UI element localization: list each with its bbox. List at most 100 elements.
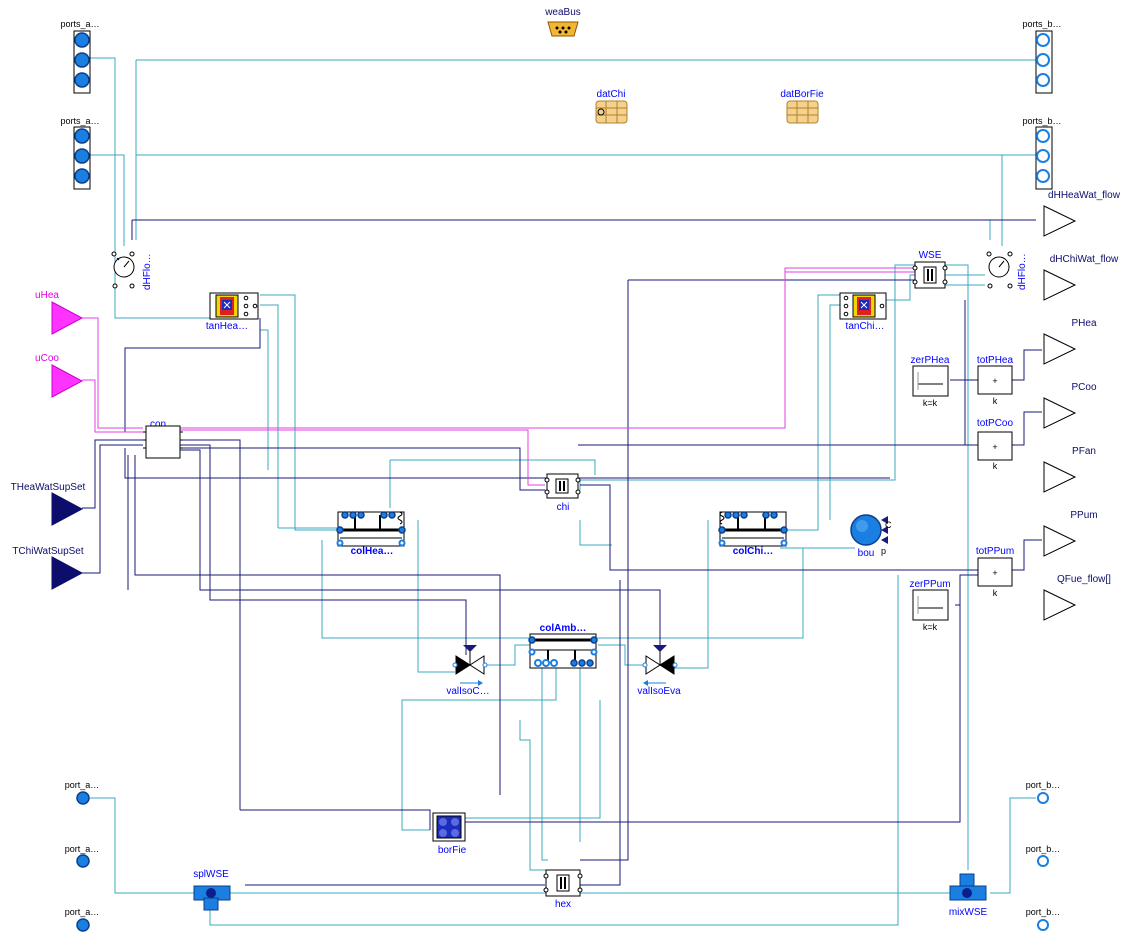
uhea-input-icon[interactable] (51, 301, 84, 335)
totpcoo-block[interactable] (977, 431, 1013, 461)
tchiwatsupset-label: TChiWatSupSet (12, 546, 84, 557)
tanhea-tank-icon[interactable] (209, 292, 259, 320)
colhea-collector-icon[interactable] (336, 511, 406, 547)
port-a3-label: port_a… (65, 907, 100, 917)
dhchiwat-flow-label: dHChiWat_flow (1050, 254, 1119, 265)
qfue-flow-output-icon[interactable] (1043, 589, 1077, 621)
ports-b2-label: ports_b… (1022, 116, 1061, 126)
control-connections (82, 219, 1042, 886)
ports-a1-connector[interactable] (73, 30, 91, 94)
zerphea-k-label: k=k (923, 398, 938, 408)
bou-label: bou (858, 548, 875, 559)
datborfie-label: datBorFie (780, 89, 824, 100)
valisoeva-label: valIsoEva (637, 686, 681, 697)
colamb-label: colAmb… (540, 623, 587, 634)
weabus-label: weaBus (544, 7, 581, 18)
totpcoo-label: totPCoo (977, 418, 1014, 429)
dhflo-hea-label: dHFlo… (142, 253, 153, 290)
port-a2-connector[interactable] (76, 854, 90, 868)
dhflo-hea-sensor-icon[interactable] (111, 251, 135, 289)
tanhea-label: tanHea… (206, 321, 248, 332)
chi-chiller-icon[interactable] (544, 473, 581, 499)
port-b2-label: port_b… (1026, 844, 1061, 854)
phea-label: PHea (1071, 318, 1096, 329)
tchiwatsupset-input-icon[interactable] (51, 556, 84, 590)
splwse-junction-icon[interactable] (193, 885, 231, 911)
valisocon-label: valIsoC… (446, 686, 489, 697)
dhflo-chi-sensor-icon[interactable] (986, 251, 1013, 289)
ports-a2-connector[interactable] (73, 126, 91, 190)
colhea-label: colHea… (351, 546, 394, 557)
bou-c-label: C (885, 520, 892, 530)
qfue-flow-label: QFue_flow[] (1057, 574, 1111, 585)
bou-p-label: p (881, 546, 886, 556)
dhheawat-flow-label: dHHeaWat_flow (1048, 190, 1121, 201)
zerphea-label: zerPHea (911, 355, 950, 366)
phea-output-icon[interactable] (1043, 333, 1077, 365)
totppum-plus: + (992, 568, 997, 578)
port-a1-connector[interactable] (76, 791, 90, 805)
mixwse-junction-icon[interactable] (949, 873, 987, 901)
pfan-output-icon[interactable] (1043, 461, 1077, 493)
dhchiwat-flow-output-icon[interactable] (1043, 269, 1077, 301)
mixwse-label: mixWSE (949, 907, 988, 918)
wse-label: WSE (919, 250, 942, 261)
totppum-block[interactable] (977, 557, 1013, 587)
totppum-k: k (993, 588, 998, 598)
port-a1-label: port_a… (65, 780, 100, 790)
pcoo-output-icon[interactable] (1043, 397, 1077, 429)
totphea-label: totPHea (977, 355, 1014, 366)
wse-exchanger-icon[interactable] (912, 261, 948, 289)
ppum-output-icon[interactable] (1043, 525, 1077, 557)
datchi-record-icon[interactable] (595, 100, 628, 124)
port-b2-connector[interactable] (1037, 855, 1049, 867)
theawatsupset-label: THeaWatSupSet (11, 482, 86, 493)
weabus-icon[interactable] (547, 21, 579, 37)
datborfie-record-icon[interactable] (786, 100, 819, 124)
totppum-label: totPPum (976, 546, 1014, 557)
con-controller-block[interactable] (143, 425, 183, 459)
hex-label: hex (555, 899, 571, 910)
port-b1-label: port_b… (1026, 780, 1061, 790)
ports-b1-connector[interactable] (1035, 30, 1053, 94)
ports-b2-connector[interactable] (1035, 126, 1053, 190)
valisocon-valve-icon[interactable] (452, 645, 488, 686)
hex-exchanger-icon[interactable] (543, 869, 583, 897)
chi-label: chi (557, 502, 570, 513)
colamb-collector-icon[interactable] (528, 633, 598, 669)
splwse-label: splWSE (193, 869, 229, 880)
totphea-k: k (993, 396, 998, 406)
ppum-label: PPum (1070, 510, 1097, 521)
totphea-plus: + (992, 376, 997, 386)
zerppum-k-label: k=k (923, 622, 938, 632)
bou-boundary-icon[interactable] (850, 514, 888, 546)
boolean-connections (82, 267, 915, 486)
port-b1-connector[interactable] (1037, 792, 1049, 804)
zerppum-label: zerPPum (909, 579, 950, 590)
zerppum-block-icon[interactable] (912, 589, 949, 621)
pcoo-label: PCoo (1071, 382, 1096, 393)
zerphea-block-icon[interactable] (912, 365, 949, 397)
tanchi-tank-icon[interactable] (839, 292, 887, 320)
borfie-borefield-icon[interactable] (432, 812, 466, 842)
ports-a1-label: ports_a… (60, 19, 99, 29)
valisoeva-valve-icon[interactable] (642, 645, 678, 686)
ucoo-input-icon[interactable] (51, 364, 84, 398)
totpcoo-k: k (993, 461, 998, 471)
dhflo-chi-label: dHFlo… (1017, 253, 1028, 290)
port-b3-label: port_b… (1026, 907, 1061, 917)
fluid-connections (90, 57, 1036, 926)
borfie-label: borFie (438, 845, 467, 856)
ucoo-label: uCoo (35, 353, 59, 364)
port-b3-connector[interactable] (1037, 919, 1049, 931)
theawatsupset-input-icon[interactable] (51, 492, 84, 526)
totphea-block[interactable] (977, 365, 1013, 395)
ports-a2-label: ports_a… (60, 116, 99, 126)
dhheawat-flow-output-icon[interactable] (1043, 205, 1077, 237)
port-a3-connector[interactable] (76, 918, 90, 932)
uhea-label: uHea (35, 290, 59, 301)
colchi-collector-icon[interactable] (718, 511, 788, 547)
totpcoo-plus: + (992, 442, 997, 452)
port-a2-label: port_a… (65, 844, 100, 854)
